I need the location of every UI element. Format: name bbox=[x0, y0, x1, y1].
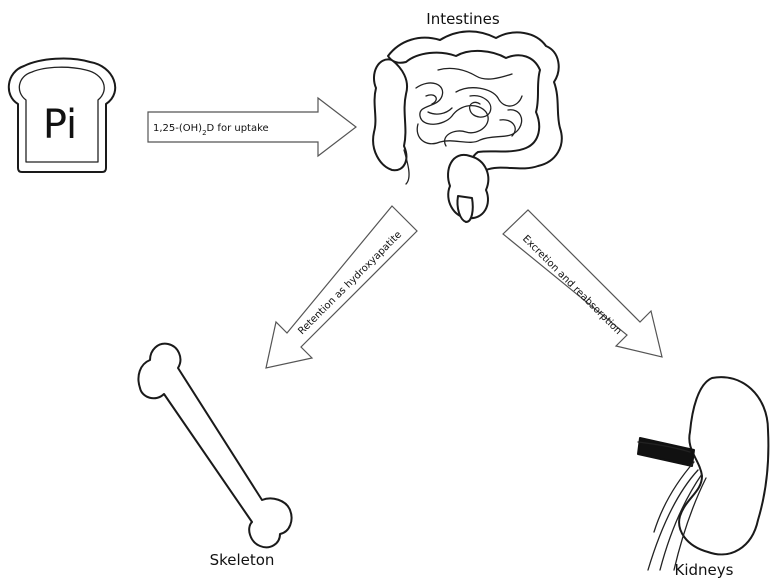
intestines-icon bbox=[373, 31, 562, 222]
bone-icon bbox=[138, 344, 291, 548]
kidneys-label: Kidneys bbox=[675, 561, 734, 579]
skeleton-label: Skeleton bbox=[210, 551, 275, 569]
retention-arrow-label: Retention as hydroxyapatite bbox=[296, 229, 404, 337]
kidney-icon bbox=[638, 377, 768, 570]
intestines-label: Intestines bbox=[426, 10, 500, 28]
pi-label: Pi bbox=[43, 102, 77, 148]
excretion-arrow-label: Excretion and reabsorption bbox=[520, 233, 624, 337]
excretion-arrow bbox=[503, 210, 662, 357]
